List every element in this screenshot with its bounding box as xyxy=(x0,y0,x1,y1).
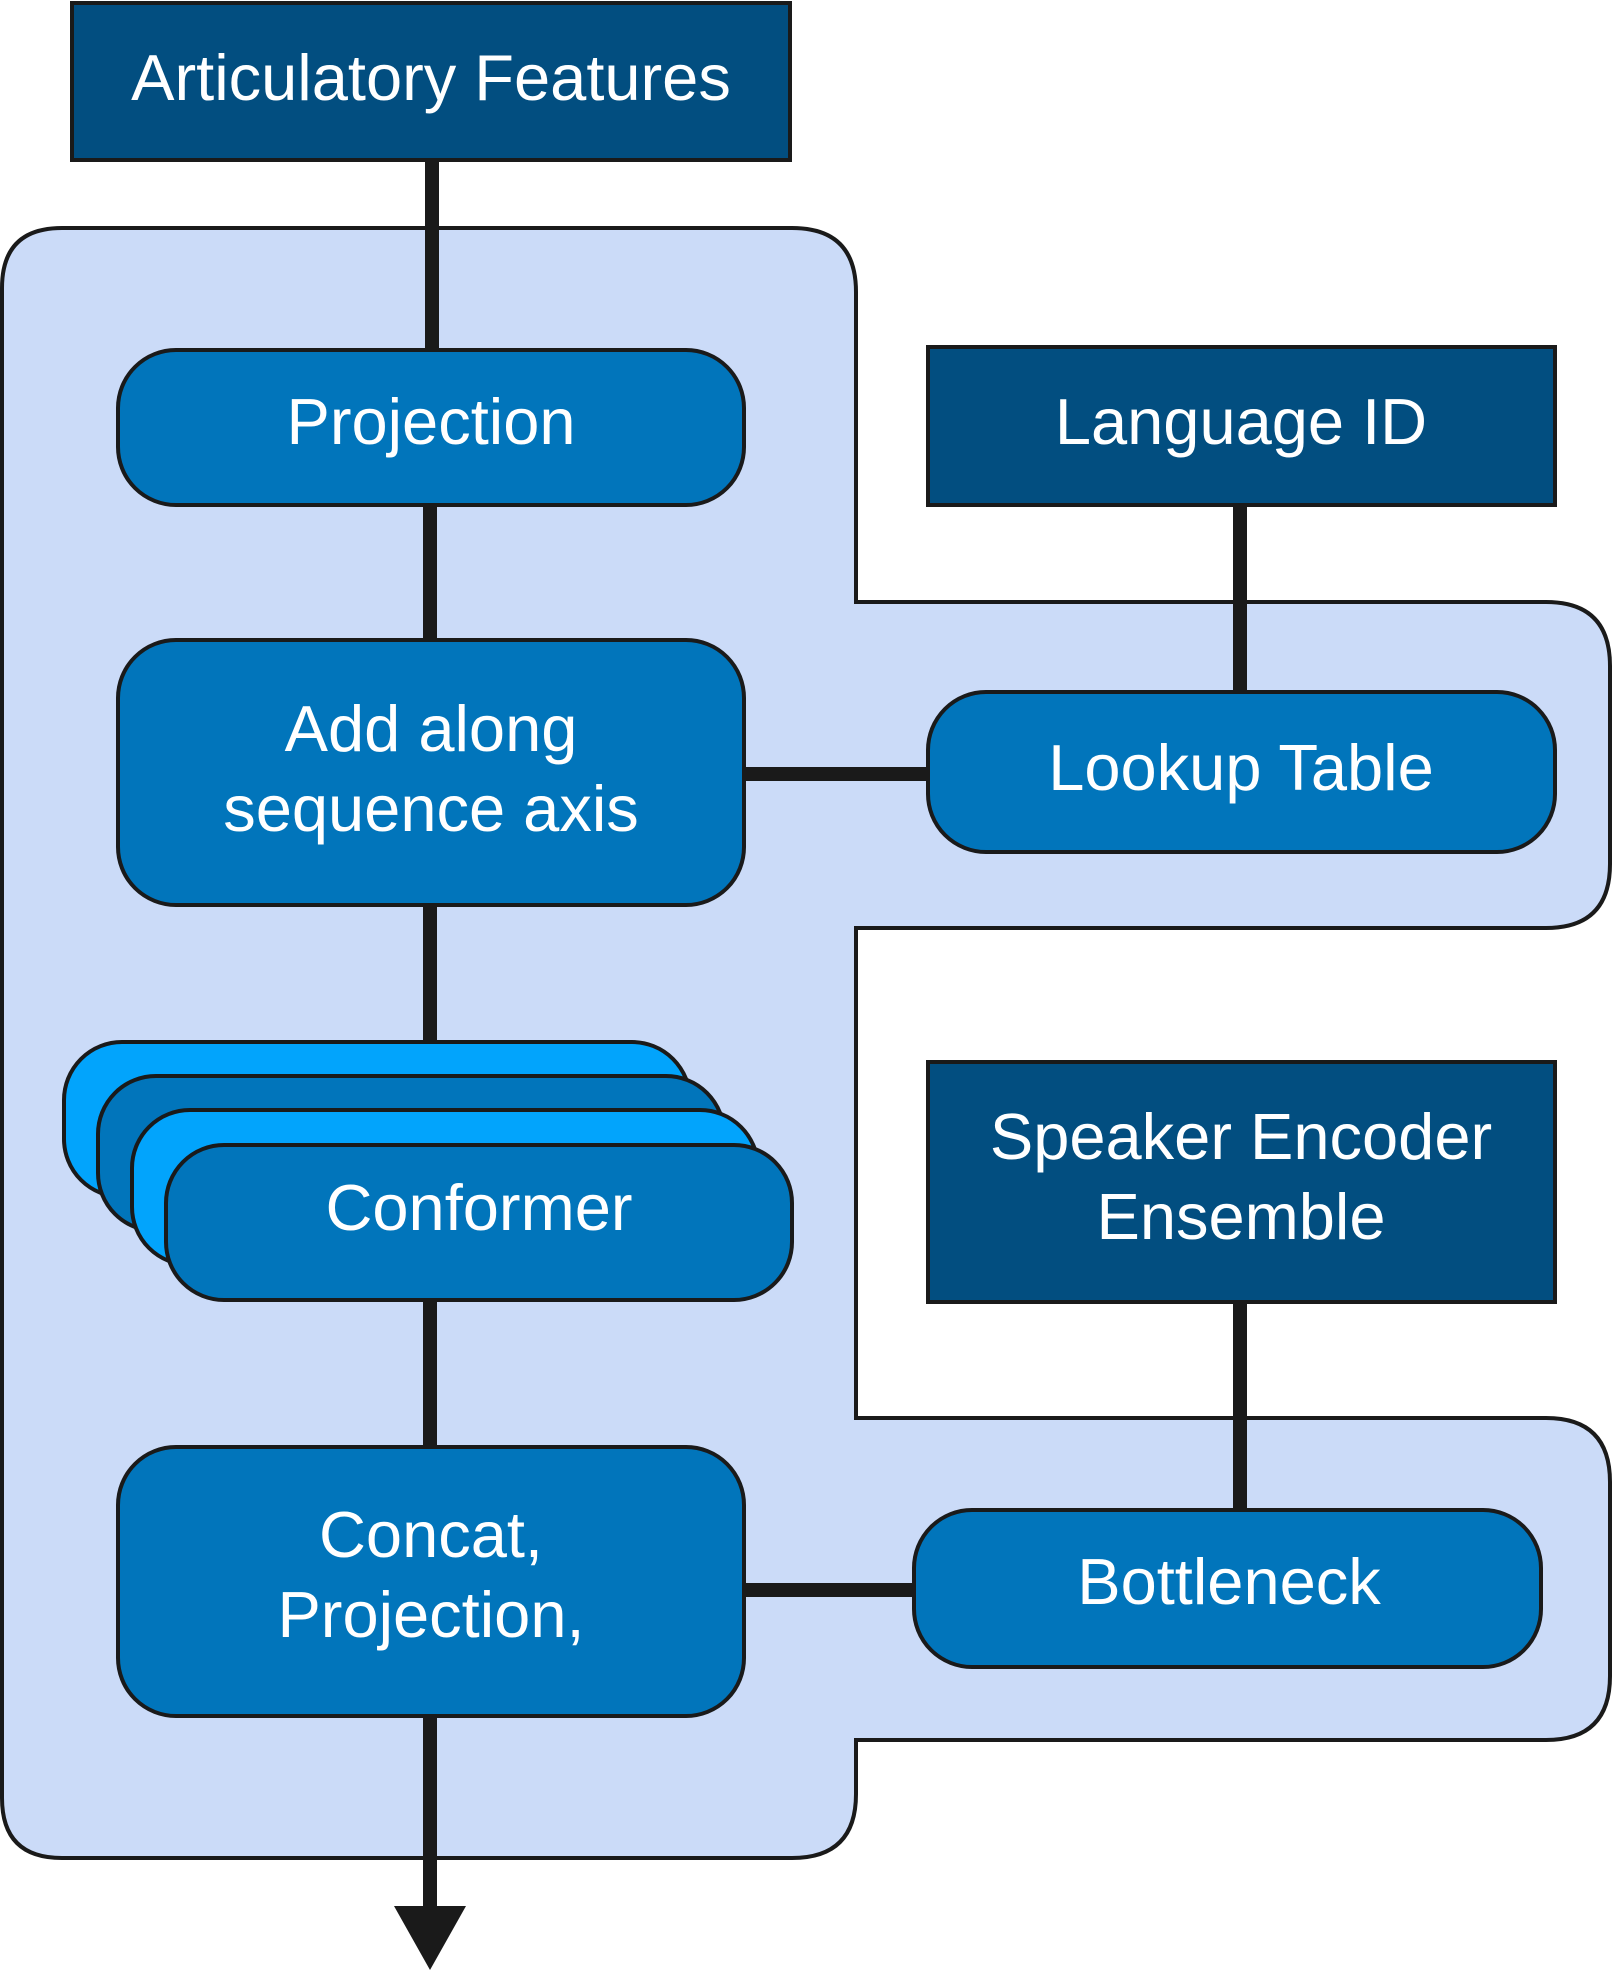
add-sequence-block xyxy=(116,638,746,907)
output-arrow-head xyxy=(394,1906,466,1970)
conformer-label: Conformer xyxy=(325,1171,632,1244)
concat-label-line1: Concat, xyxy=(319,1498,543,1571)
projection-label: Projection xyxy=(286,385,575,458)
language-id-label: Language ID xyxy=(1055,385,1427,458)
conformer-block xyxy=(164,1143,794,1302)
bottleneck-block xyxy=(912,1508,1543,1669)
lookup-table-block xyxy=(926,690,1557,854)
add-sequence-label-line2: sequence axis xyxy=(223,772,639,845)
language-id-box xyxy=(926,345,1557,507)
concat-label-line2: Projection, xyxy=(277,1578,584,1651)
projection-block xyxy=(116,348,746,507)
add-sequence-label-line1: Add along xyxy=(285,692,578,765)
articulatory-features-box xyxy=(70,1,792,162)
bottleneck-label: Bottleneck xyxy=(1077,1545,1381,1618)
speaker-encoder-label-line1: Speaker Encoder xyxy=(990,1100,1492,1173)
speaker-encoder-box xyxy=(926,1060,1557,1304)
speaker-encoder-label-line2: Ensemble xyxy=(1096,1180,1385,1253)
lookup-table-label: Lookup Table xyxy=(1048,731,1434,804)
articulatory-features-label: Articulatory Features xyxy=(131,41,731,114)
concat-projection-block xyxy=(116,1445,746,1718)
